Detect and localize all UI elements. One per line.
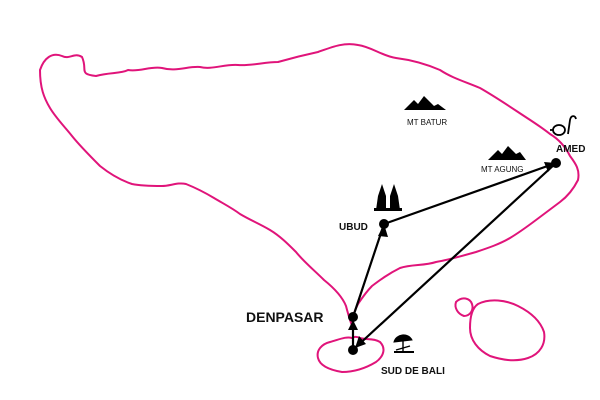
label-amed: AMED [556,144,585,155]
label-mt-batur: MT BATUR [407,118,447,127]
nusa-lembongan-coastline [454,297,474,317]
arrowhead-south [355,336,366,348]
route-amed-south [354,162,557,349]
bali-main-coastline [39,43,580,327]
temple-gate-icon [374,184,402,211]
denpasar-marker [348,312,358,322]
label-mt-agung: MT AGUNG [481,165,524,174]
bukit-peninsula-coastline [316,335,385,373]
south-bali-marker [348,345,358,355]
route-ubud-amed [383,161,557,226]
label-ubud: UBUD [339,222,368,233]
amed-marker [551,158,561,168]
route-lines [348,161,557,349]
ubud-marker [379,219,389,229]
route-denpasar-ubud [351,223,386,318]
beach-umbrella-icon [393,334,414,353]
snorkel-mask-icon [550,115,577,136]
arrowhead-ubud [378,224,388,237]
label-south-bali: SUD DE BALI [381,366,445,377]
label-denpasar: DENPASAR [246,309,324,325]
arrowhead-denpasar [348,320,358,330]
mountain-icon [488,146,526,160]
nusa-penida-coastline [469,299,546,362]
mountain-icon [404,96,446,110]
